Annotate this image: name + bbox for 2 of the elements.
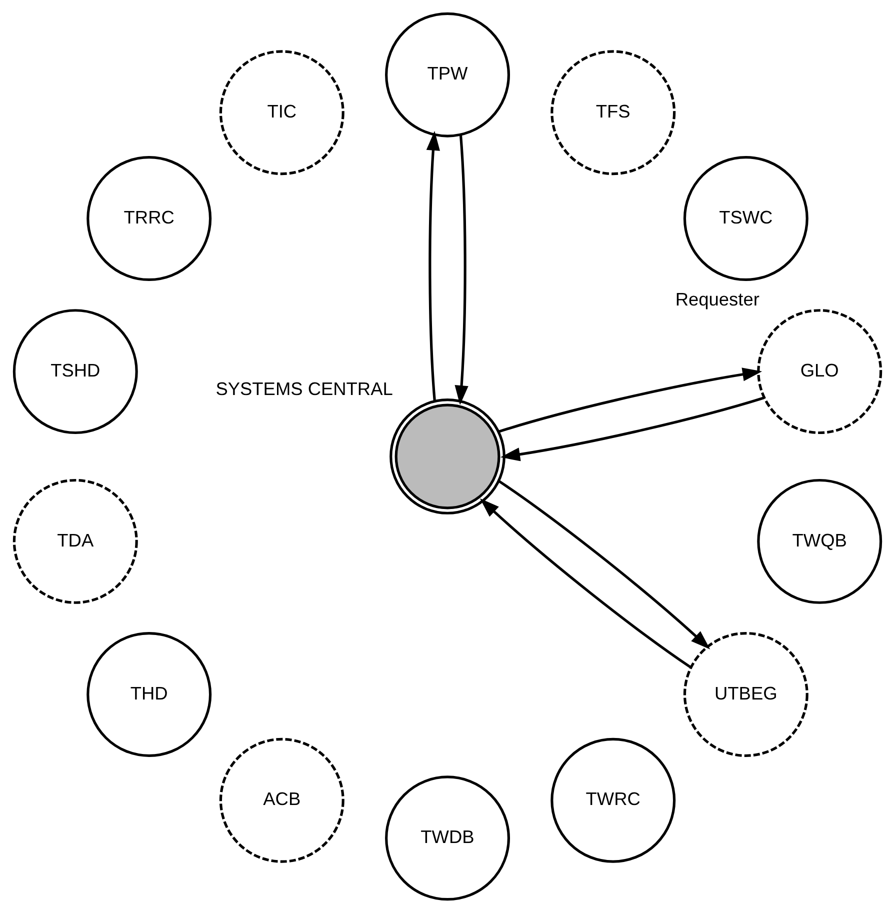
- node-label: SYSTEMS CENTRAL: [216, 378, 393, 399]
- node-label: Requester: [675, 289, 760, 310]
